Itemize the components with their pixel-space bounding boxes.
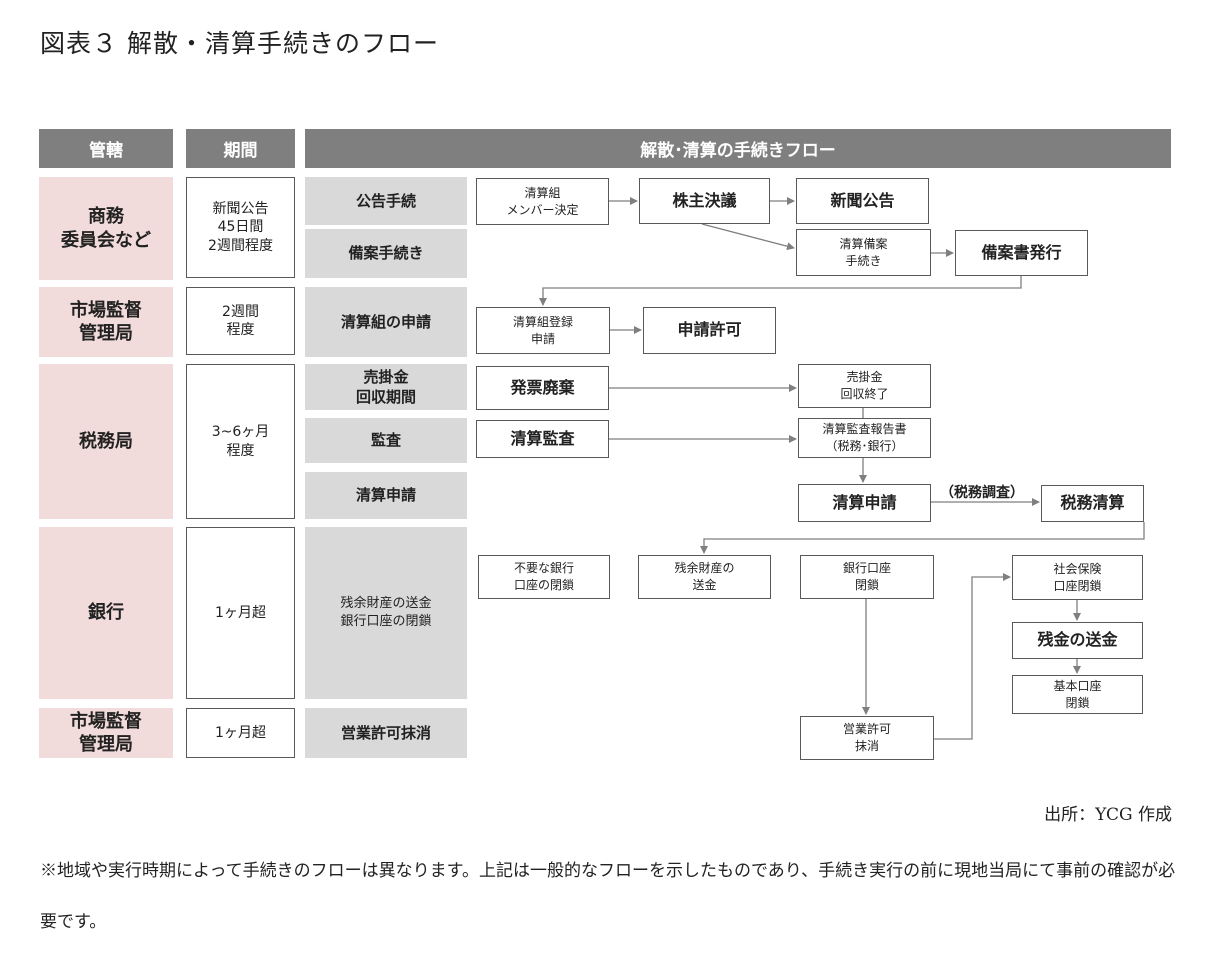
step-audit: 監査 — [305, 418, 467, 463]
step-liquidation-filing: 清算申請 — [305, 472, 467, 519]
box-cancel-business-license: 営業許可 抹消 — [800, 716, 934, 760]
box-application-approval: 申請許可 — [643, 307, 776, 354]
box-filing-procedure: 清算備案 手続き — [796, 229, 931, 276]
period-license: 1ヶ月超 — [186, 708, 295, 758]
period-tax: 3~6ヶ月 程度 — [186, 364, 295, 519]
box-invoice-disposal: 発票廃棄 — [476, 366, 609, 410]
step-receivables: 売掛金 回収期間 — [305, 364, 467, 410]
source-credit: 出所：YCG 作成 — [1044, 805, 1172, 825]
box-remit-residual-assets: 残余財産の 送金 — [638, 555, 771, 599]
label-tax-audit: （税務調査） — [940, 485, 1024, 501]
box-liquidation-filing: 清算申請 — [798, 484, 931, 522]
step-filing: 備案手続き — [305, 229, 467, 278]
step-public-notice: 公告手続 — [305, 177, 467, 225]
header-flow: 解散･清算の手続きフロー — [305, 129, 1171, 168]
box-receivables-collected: 売掛金 回収終了 — [798, 364, 931, 408]
step-remittance-closure: 残余財産の送金 銀行口座の閉鎖 — [305, 527, 467, 699]
jurisdiction-tax: 税務局 — [39, 364, 173, 519]
arrow-clearance-to-bank — [700, 522, 1145, 554]
step-license-cancel: 営業許可抹消 — [305, 708, 467, 758]
jurisdiction-market-supervision-2: 市場監督 管理局 — [39, 708, 173, 758]
box-close-unneeded-accounts: 不要な銀行 口座の閉鎖 — [478, 555, 610, 599]
box-tax-clearance: 税務清算 — [1041, 485, 1144, 522]
box-shareholder-resolution: 株主決議 — [639, 178, 770, 224]
step-group-application: 清算組の申請 — [305, 287, 467, 357]
box-close-bank-account: 銀行口座 閉鎖 — [800, 555, 934, 599]
box-close-social-insurance: 社会保険 口座閉鎖 — [1012, 555, 1143, 600]
period-application: 2週間 程度 — [186, 287, 295, 355]
box-filing-issued: 備案書発行 — [955, 230, 1088, 276]
box-newspaper-notice: 新聞公告 — [796, 178, 929, 224]
jurisdiction-bank: 銀行 — [39, 527, 173, 699]
arrow-resolution-to-filing — [701, 223, 795, 251]
header-period: 期間 — [186, 129, 295, 168]
box-registration-application: 清算組登録 申請 — [476, 307, 610, 354]
jurisdiction-market-supervision: 市場監督 管理局 — [39, 287, 173, 357]
box-liquidation-audit: 清算監査 — [476, 420, 609, 458]
box-member-decision: 清算組 メンバー決定 — [476, 178, 609, 225]
box-remit-balance: 残金の送金 — [1012, 622, 1143, 659]
figure-title: 図表３ 解散・清算手続きのフロー — [40, 29, 439, 58]
period-bank: 1ヶ月超 — [186, 527, 295, 699]
header-jurisdiction: 管轄 — [39, 129, 173, 168]
arrow-issued-to-registration — [539, 276, 1022, 306]
box-audit-report: 清算監査報告書 （税務･銀行） — [798, 418, 931, 458]
jurisdiction-commerce: 商務 委員会など — [39, 177, 173, 280]
period-notice: 新聞公告 45日間 2週間程度 — [186, 177, 295, 278]
box-close-basic-account: 基本口座 閉鎖 — [1012, 675, 1143, 714]
arrow-license-to-social — [934, 573, 1011, 740]
footnote: ※地域や実行時期によって手続きのフローは異なります。上記は一般的なフローを示した… — [40, 861, 1176, 932]
